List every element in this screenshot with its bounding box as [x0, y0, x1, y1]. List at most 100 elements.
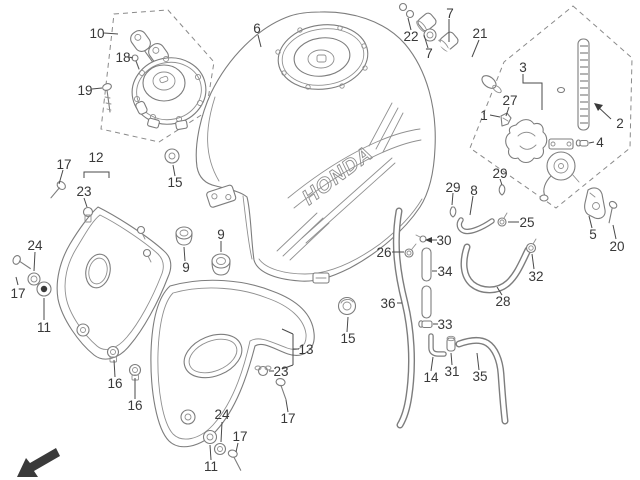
callout-15: 15 [340, 331, 355, 346]
leader-15b [346, 316, 349, 333]
nut-collar [84, 214, 92, 223]
cap-hinge-lever [135, 100, 148, 115]
strainer-tube [577, 38, 590, 131]
decal-stripe-line [382, 112, 404, 153]
rubber-mount-15 [164, 148, 180, 164]
leader-16a [113, 359, 116, 378]
bolt-head [275, 378, 286, 387]
clamp-hole [528, 245, 534, 251]
leader-2-arrowhead [594, 103, 603, 111]
leader-24a [33, 251, 36, 272]
knob-face [179, 229, 189, 237]
callout-23: 23 [273, 364, 288, 379]
knob-top [211, 253, 231, 269]
screw-18 [131, 54, 140, 70]
leader-17a [58, 169, 64, 185]
clip-hook [449, 206, 457, 218]
decal-stripe-line [375, 107, 399, 150]
rubber-knob-9 [175, 226, 193, 246]
clip-fastener [136, 225, 146, 240]
callout-19: 19 [77, 83, 92, 98]
rubber-cushion-7 [416, 12, 437, 33]
callout-6: 6 [253, 21, 261, 36]
bolt-collar [481, 75, 497, 89]
cap-nut-16 [128, 363, 142, 381]
decal-stripe-line [289, 222, 330, 261]
knob-side [175, 232, 193, 246]
leader-11b [209, 444, 212, 461]
heat-guard-boss [180, 409, 196, 425]
filler-neck-inner [293, 37, 351, 77]
leader-3 [522, 74, 543, 110]
nut-22 [398, 2, 408, 12]
callout-29: 29 [492, 166, 507, 181]
nut-ring [202, 429, 218, 445]
bolt-tip [492, 84, 502, 94]
small-mount-parts [106, 148, 357, 381]
washer-ring [27, 272, 41, 286]
callout-3: 3 [519, 60, 527, 75]
key-ring-hole [152, 46, 160, 54]
leader-28 [496, 286, 503, 296]
mount-hole [342, 301, 352, 311]
callout-33: 33 [437, 317, 452, 332]
bracket-plate [206, 184, 237, 208]
leader-17d [285, 399, 289, 413]
ring-bolt [305, 84, 311, 90]
callout-29: 29 [445, 180, 460, 195]
hook-clip-29 [449, 206, 457, 218]
tank-decal-stripes [276, 102, 422, 261]
leader-31 [450, 352, 453, 366]
valve-outlet-nub [539, 194, 549, 202]
cap-flange-rim [136, 61, 202, 121]
filler-ring-rim [281, 28, 365, 86]
bolt-21 [423, 28, 502, 94]
washer-24 [27, 272, 41, 286]
tank-bottom-flange-line [258, 198, 423, 275]
callout-21: 21 [472, 26, 487, 41]
clip-30 [415, 234, 427, 243]
elbow-pipe-14-inner [429, 334, 446, 356]
bolt-shaft-highlight [434, 39, 484, 77]
clip-fastener [142, 248, 152, 263]
cap-dome [142, 64, 186, 102]
grommet-center [40, 285, 48, 293]
knob-side [211, 260, 231, 276]
screw-4 [575, 139, 589, 147]
leader-35 [476, 352, 480, 371]
valve-body [539, 86, 580, 202]
callout-26: 26 [376, 245, 391, 260]
washer-24 [213, 442, 227, 456]
callout-30: 30 [436, 233, 451, 248]
callout-17: 17 [232, 429, 247, 444]
clip-hook [498, 184, 506, 196]
leader-7b [423, 34, 429, 49]
bolt-17 [50, 181, 66, 199]
decal-stripe-line [282, 217, 324, 257]
cap-keyhole [159, 75, 169, 84]
nut-ear [254, 365, 262, 371]
callout-24: 24 [27, 238, 43, 253]
part-fuel-cap-assembly [102, 30, 207, 131]
heat-guard-hole-rim [188, 338, 238, 374]
cap-latch-tab [175, 119, 188, 131]
joint-top [446, 335, 456, 342]
decal-stripe-line [276, 212, 318, 252]
tank-front-mount-bracket [206, 184, 237, 208]
decal-stripe-line [305, 162, 396, 244]
tube-34 [421, 247, 432, 319]
callout-20: 20 [609, 239, 624, 254]
tank-outline [195, 11, 436, 282]
callout-16: 16 [107, 376, 122, 391]
heat-guard-boss-hole [184, 413, 192, 421]
valve-outlet [543, 175, 552, 197]
nut-base [109, 356, 117, 363]
leader-6 [257, 34, 262, 48]
bolt-shaft [280, 384, 287, 401]
valve-lever-gasket [505, 119, 548, 164]
callout-16: 16 [127, 398, 142, 413]
leader-29b [451, 192, 454, 206]
clip-27 [500, 112, 512, 127]
screw-shaft [106, 89, 111, 113]
